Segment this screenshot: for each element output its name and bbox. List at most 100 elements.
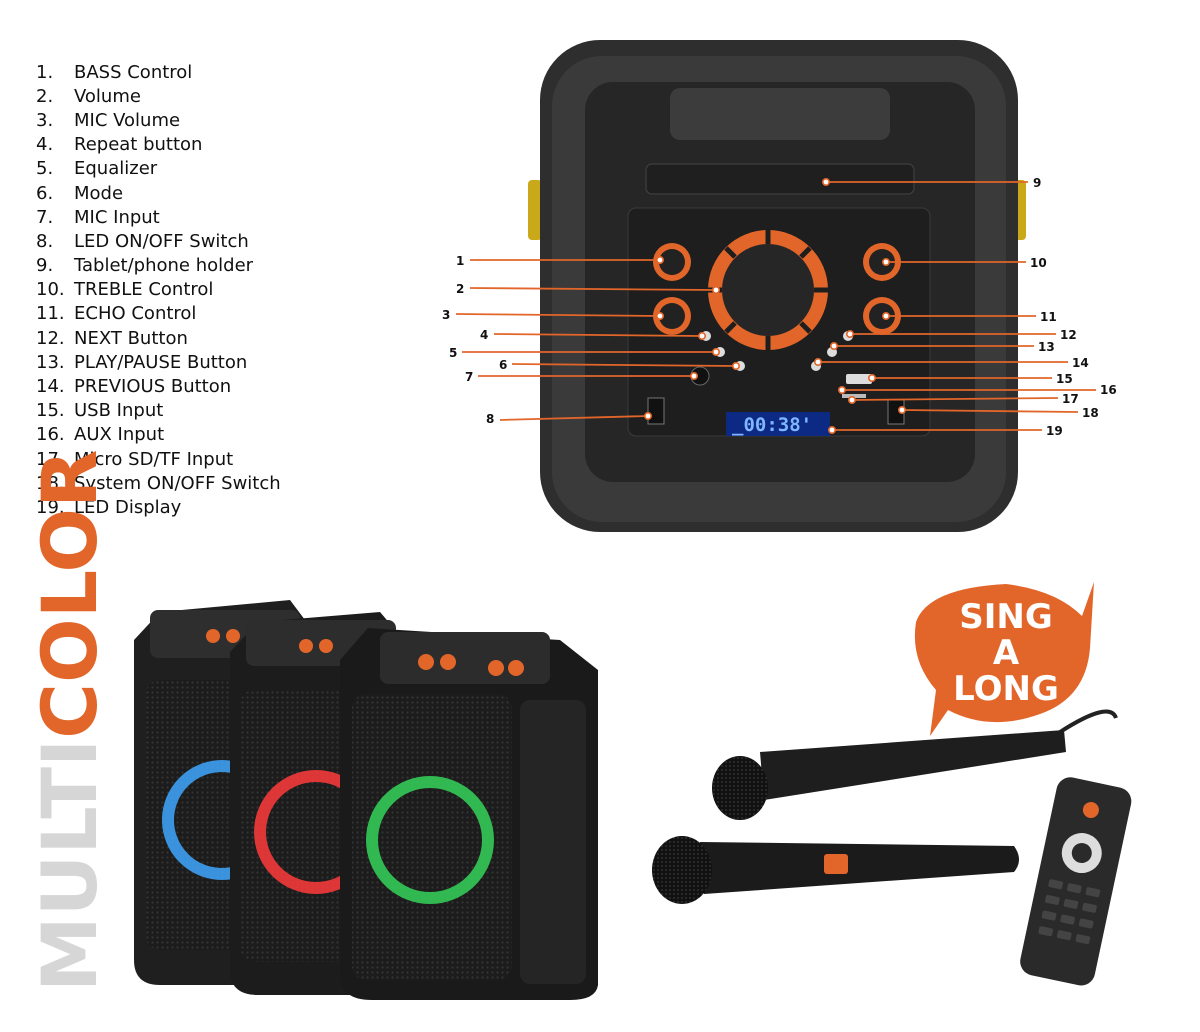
legend-label: Volume xyxy=(74,85,141,107)
legend-item: 9. Tablet/phone holder xyxy=(36,254,281,278)
legend-label: LED Display xyxy=(74,496,182,518)
led-display-time: _00:38' xyxy=(732,414,812,436)
legend-number: 10. xyxy=(36,279,65,301)
legend-label: MIC Input xyxy=(74,206,160,228)
legend-label: PREVIOUS Button xyxy=(74,376,232,398)
tagline-multi: MULTI xyxy=(25,739,114,992)
legend-label: MIC Volume xyxy=(74,109,181,131)
legend-number: 18. xyxy=(36,472,65,494)
legend-number: 14. xyxy=(36,376,65,398)
callout-11: 11 xyxy=(1040,310,1057,324)
legend-number: 16. xyxy=(36,424,65,446)
callout-12: 12 xyxy=(1060,328,1077,342)
legend-item: 1. BASS Control xyxy=(36,60,281,84)
usb-port xyxy=(846,374,872,384)
legend-label: TREBLE Control xyxy=(74,279,214,301)
legend-number: 8. xyxy=(36,230,54,252)
bubble-line-1: SING xyxy=(959,597,1053,637)
callout-8: 8 xyxy=(486,412,494,426)
callout-13: 13 xyxy=(1038,340,1055,354)
legend-label: BASS Control xyxy=(74,61,193,83)
callout-17: 17 xyxy=(1062,392,1079,406)
bubble-line-2: A xyxy=(993,633,1020,673)
callout-14: 14 xyxy=(1072,356,1089,370)
legend-item: 2. Volume xyxy=(36,84,281,108)
microphone-back xyxy=(712,709,1118,820)
legend-item: 19. LED Display xyxy=(36,495,281,519)
led-display-screen xyxy=(726,412,830,436)
legend-number: 13. xyxy=(36,351,65,373)
remote-power-button xyxy=(1082,801,1099,818)
legend-label: Equalizer xyxy=(74,158,158,180)
legend-item: 4. Repeat button xyxy=(36,133,281,157)
legend-number: 19. xyxy=(36,496,65,518)
legend-item: 17. Micro SD/TF Input xyxy=(36,447,281,471)
bubble-line-3: LONG xyxy=(953,669,1059,709)
legend-label: Micro SD/TF Input xyxy=(74,448,234,470)
legend-label: System ON/OFF Switch xyxy=(74,472,281,494)
callout-lines xyxy=(455,178,1096,434)
legend-item: 8. LED ON/OFF Switch xyxy=(36,229,281,253)
microphone-front xyxy=(652,836,1019,904)
sd-slot xyxy=(842,394,866,398)
legend-label: Tablet/phone holder xyxy=(74,255,254,277)
mic-grille-back xyxy=(712,756,768,820)
legend-label: USB Input xyxy=(74,400,164,422)
mic-switch xyxy=(824,854,848,874)
legend-item: 11. ECHO Control xyxy=(36,302,281,326)
callout-19: 19 xyxy=(1046,424,1063,438)
callout-16: 16 xyxy=(1100,383,1117,397)
legend-item: 10. TREBLE Control xyxy=(36,278,281,302)
legend-number: 6. xyxy=(36,182,54,204)
legend-label: LED ON/OFF Switch xyxy=(74,230,249,252)
sing-a-long-bubble: SING A LONG xyxy=(914,582,1094,736)
callout-5: 5 xyxy=(449,346,457,360)
multicolor-tagline: MULTICOLOR xyxy=(25,449,114,992)
legend-number: 9. xyxy=(36,255,54,277)
carry-handle xyxy=(670,88,890,140)
legend-item: 5. Equalizer xyxy=(36,157,281,181)
legend-label: Mode xyxy=(74,182,124,204)
legend-number: 7. xyxy=(36,206,54,228)
legend-label: AUX Input xyxy=(74,424,165,446)
tagline-color: COLOR xyxy=(25,449,114,738)
legend-number: 15. xyxy=(36,400,65,422)
callout-6: 6 xyxy=(499,358,507,372)
callout-3: 3 xyxy=(442,308,450,322)
legend-number: 2. xyxy=(36,85,54,107)
handle-grip-left xyxy=(528,180,542,240)
callout-numbers: 1 2 3 4 5 6 7 8 9 10 11 12 13 14 15 16 1… xyxy=(442,176,1117,438)
green-light-ring xyxy=(366,776,494,904)
legend-item: 12. NEXT Button xyxy=(36,326,281,350)
mic-grille-front xyxy=(652,836,712,904)
legend-item: 18. System ON/OFF Switch xyxy=(36,471,281,495)
legend-number: 17. xyxy=(36,448,65,470)
legend-label: ECHO Control xyxy=(74,303,197,325)
legend-item: 14. PREVIOUS Button xyxy=(36,374,281,398)
legend-label: Repeat button xyxy=(74,134,203,156)
callout-9: 9 xyxy=(1033,176,1041,190)
legend-item: 6. Mode xyxy=(36,181,281,205)
callout-7: 7 xyxy=(465,370,473,384)
legend-label: NEXT Button xyxy=(74,327,188,349)
callout-15: 15 xyxy=(1056,372,1073,386)
speaker-green xyxy=(340,628,598,1000)
legend-item: 3.MIC Volume xyxy=(36,108,281,132)
legend-item: 13.PLAY/PAUSE Button xyxy=(36,350,281,374)
legend-number: 1. xyxy=(36,61,54,83)
callout-18: 18 xyxy=(1082,406,1099,420)
svg-text:MULTICOLOR: MULTICOLOR xyxy=(25,449,114,992)
legend-number: 4. xyxy=(36,134,54,156)
legend-number: 5. xyxy=(36,158,54,180)
legend-number: 11. xyxy=(36,303,65,325)
callout-10: 10 xyxy=(1030,256,1047,270)
legend-item: 7. MIC Input xyxy=(36,205,281,229)
led-switch xyxy=(647,397,665,425)
legend-item: 15. USB Input xyxy=(36,399,281,423)
legend-number: 12. xyxy=(36,327,65,349)
callout-4: 4 xyxy=(480,328,488,342)
remote-control xyxy=(1020,777,1132,986)
legend-item: 16. AUX Input xyxy=(36,423,281,447)
